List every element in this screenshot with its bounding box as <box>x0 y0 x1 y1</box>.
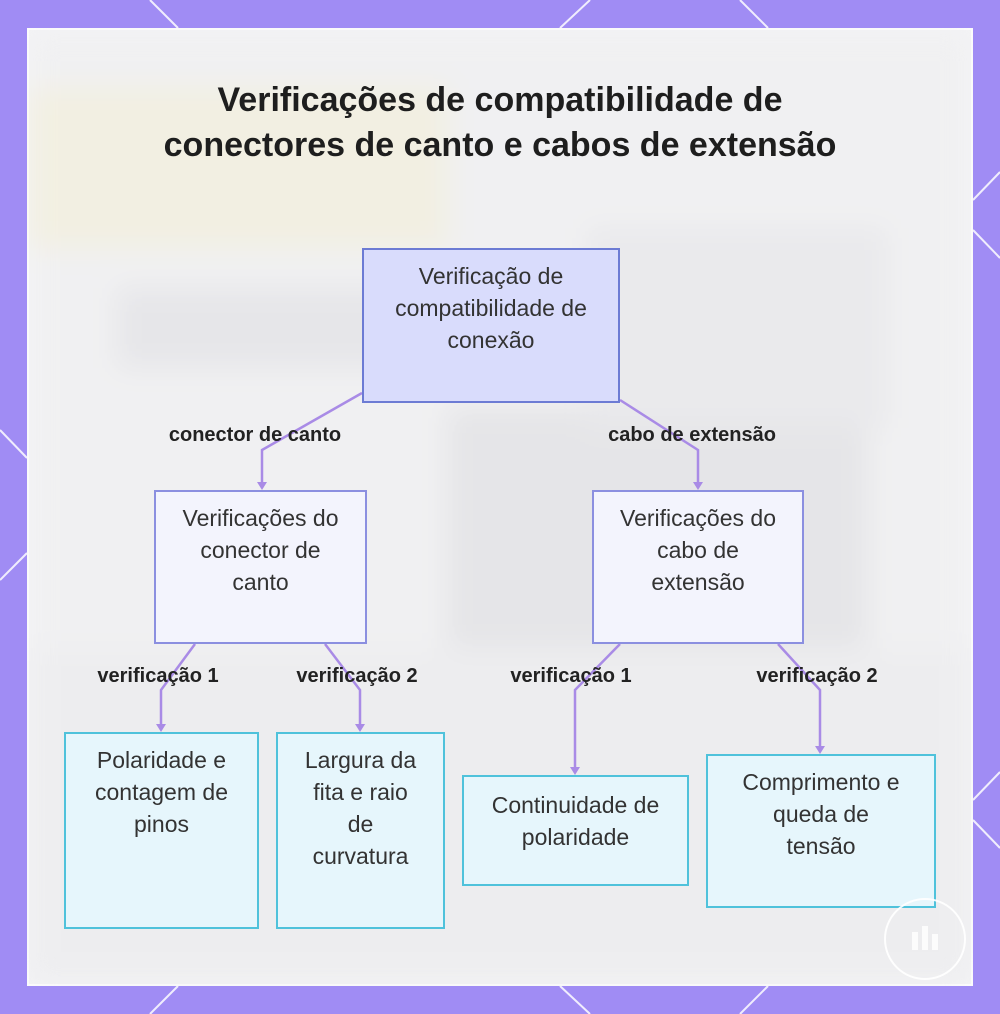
node-polarity-pin-count: Polaridade e contagem de pinos <box>64 732 259 929</box>
node-tape-width-bend-radius: Largura da fita e raio de curvatura <box>276 732 445 929</box>
node-extension-cable-checks: Verificações do cabo de extensão <box>592 490 804 644</box>
edge-label-corner-connector: conector de canto <box>168 424 342 446</box>
node-label: Continuidade de polaridade <box>491 792 660 850</box>
node-label: Comprimento e queda de tensão <box>742 769 900 859</box>
node-label: Verificações do conector de canto <box>182 505 339 595</box>
edge-label-corner-check-1: verificação 1 <box>97 665 219 687</box>
node-corner-connector-checks: Verificações do conector de canto <box>154 490 367 644</box>
edge-label-corner-check-2: verificação 2 <box>296 665 418 687</box>
node-length-voltage-drop: Comprimento e queda de tensão <box>706 754 936 908</box>
node-connection-compatibility-check: Verificação de compatibilidade de conexã… <box>362 248 620 403</box>
edge-label-extension-check-2: verificação 2 <box>756 665 878 687</box>
node-label: Verificações do cabo de extensão <box>620 505 776 595</box>
node-polarity-continuity: Continuidade de polaridade <box>462 775 689 886</box>
node-label: Largura da fita e raio de curvatura <box>304 747 417 869</box>
edge-label-extension-cable: cabo de extensão <box>608 424 776 446</box>
edge-label-extension-check-1: verificação 1 <box>510 665 632 687</box>
diagram-title: Verificações de compatibilidade de conec… <box>163 81 837 164</box>
watermark-logo-icon <box>884 898 966 980</box>
node-label: Polaridade e contagem de pinos <box>95 747 228 837</box>
node-label: Verificação de compatibilidade de conexã… <box>395 263 587 353</box>
